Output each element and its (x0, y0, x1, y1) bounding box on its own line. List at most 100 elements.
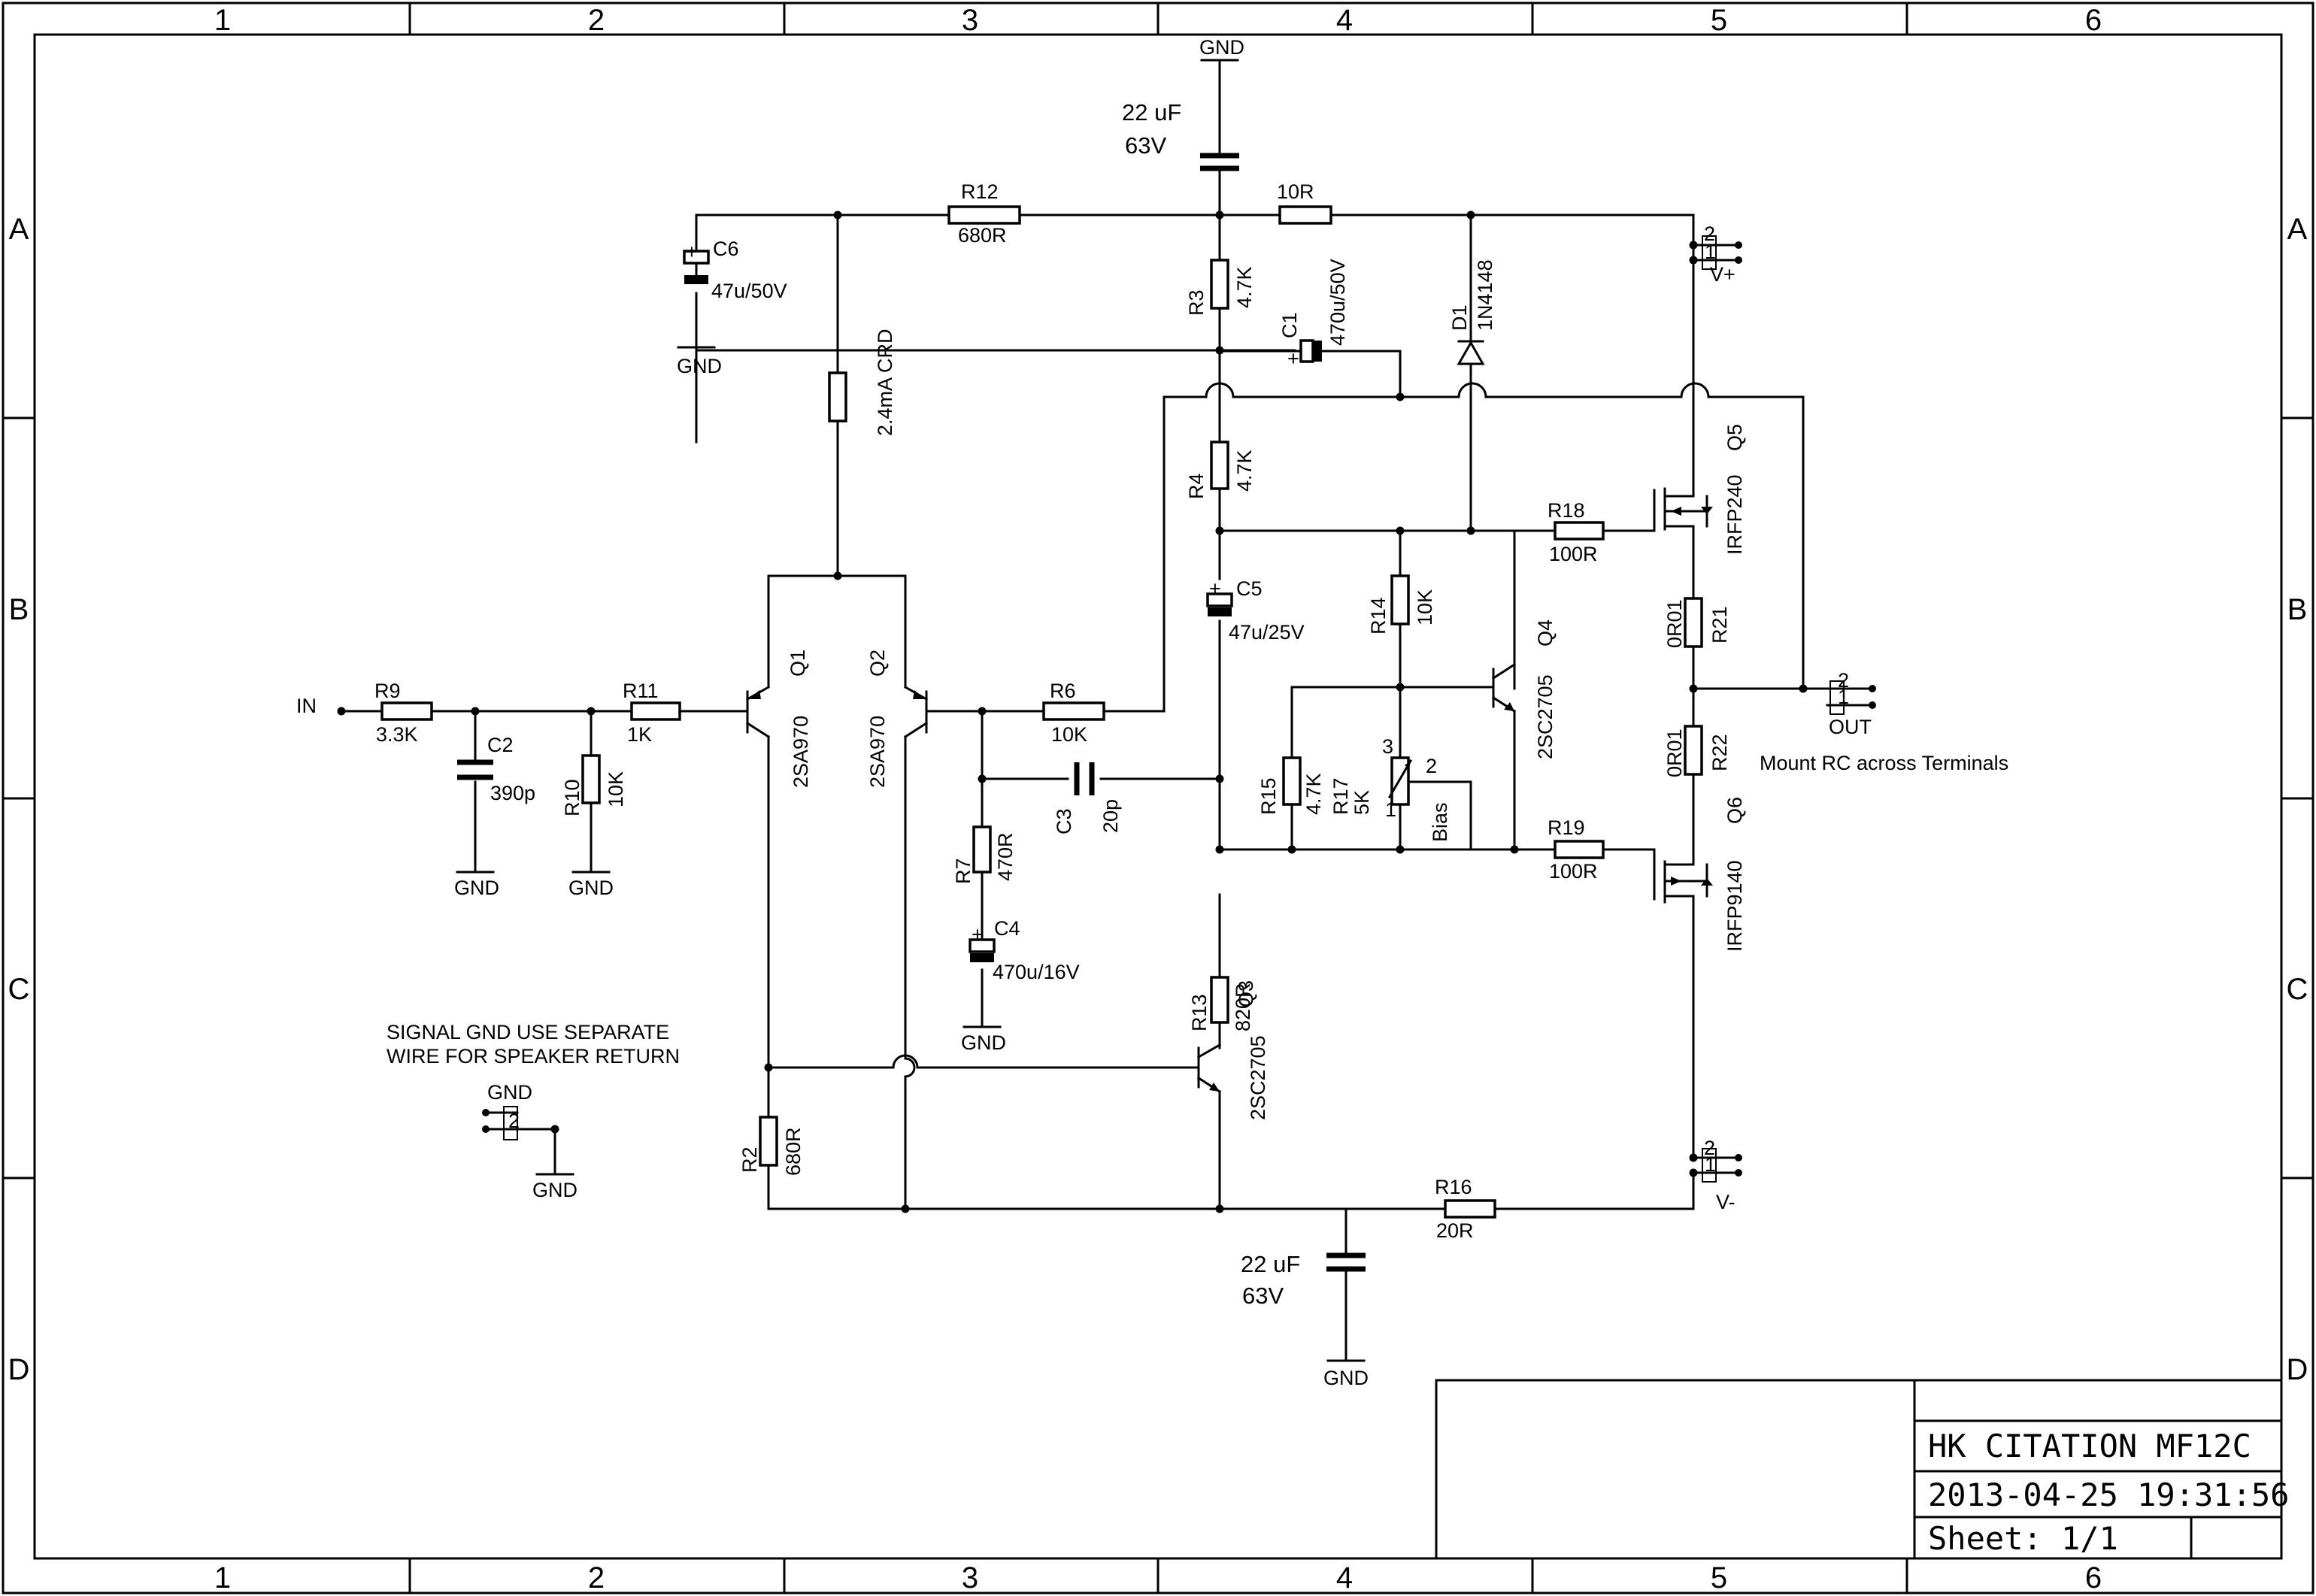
zone-col-3-top: 3 (962, 4, 978, 37)
c6-ref: C6 (713, 238, 739, 260)
zone-col-5-bottom: 5 (1711, 1561, 1727, 1594)
r3-ref: R3 (1185, 289, 1208, 316)
mosfet-q6: Q6 IRFP9140 (1653, 797, 1746, 952)
r17-pin-3: 3 (1382, 735, 1393, 758)
r17-ref: R17 (1329, 777, 1352, 815)
zone-col-6-bottom: 6 (2085, 1561, 2102, 1594)
c-bottom-voltage: 63V (1242, 1283, 1284, 1309)
q6-ref: Q6 (1723, 797, 1746, 824)
r17-bias-label: Bias (1429, 802, 1451, 842)
zone-col-4-top: 4 (1336, 4, 1353, 37)
c6-value: 47u/50V (711, 280, 787, 302)
resistor-r14: R14 10K (1367, 574, 1436, 634)
vminus-pin-2: 2 (1704, 1137, 1715, 1159)
c-bottom-gnd-label: GND (1323, 1367, 1369, 1389)
c1-ref: C1 (1278, 312, 1301, 338)
r18-ref: R18 (1548, 499, 1585, 522)
transistor-q3: Q3 2SC2705 (1193, 980, 1269, 1120)
resistor-r22: 0R01 R22 (1663, 725, 1731, 777)
c2-gnd-label: GND (454, 877, 499, 899)
zone-col-1-top: 1 (214, 4, 231, 37)
q1-value: 2SA970 (790, 716, 812, 788)
r22-ref: R22 (1708, 734, 1731, 771)
r2-value: 680R (782, 1127, 805, 1176)
c4-value: 470u/16V (993, 961, 1080, 983)
r17-value: 5K (1350, 790, 1373, 815)
resistor-r11: R11 1K (623, 680, 681, 746)
vminus-label: V- (1716, 1191, 1735, 1213)
resistor-r16: R16 20R (1435, 1176, 1496, 1242)
q1-ref: Q1 (787, 650, 809, 677)
c3-value: 20p (1099, 799, 1122, 833)
r16-ref: R16 (1435, 1176, 1472, 1198)
zone-row-c-left: C (8, 973, 30, 1006)
capacitor-c4: + C4 470u/16V GND (961, 917, 1080, 1054)
r10r-value: 10R (1277, 180, 1314, 203)
r19-value: 100R (1549, 860, 1598, 883)
d1-ref: D1 (1448, 304, 1471, 331)
signal-gnd-pin-2: 2 (508, 1110, 520, 1132)
signal-gnd-bottom-label: GND (532, 1179, 577, 1201)
zone-row-d-left: D (8, 1353, 30, 1386)
gnd-top-label: GND (1199, 36, 1244, 59)
wires (340, 141, 1829, 1362)
vplus-pin-1: 1 (1705, 241, 1716, 263)
q3-ref: Q3 (1235, 980, 1257, 1007)
r14-ref: R14 (1367, 597, 1390, 634)
r7-ref: R7 (952, 858, 975, 884)
resistor-r9: R9 3.3K (374, 680, 433, 746)
c2-ref: C2 (487, 734, 514, 756)
signal-gnd-note-line-2: WIRE FOR SPEAKER RETURN (387, 1045, 680, 1068)
diode-d1: D1 1N4148 (1448, 259, 1496, 365)
r9-ref: R9 (374, 680, 401, 702)
zone-row-b-right: B (2287, 593, 2308, 626)
zone-row-b-left: B (9, 593, 29, 626)
q5-value: IRFP240 (1723, 474, 1746, 555)
capacitor-c-bottom: 22 uF 63V GND (1241, 1251, 1369, 1389)
capacitor-c2: C2 390p GND (454, 734, 535, 899)
resistor-r4: R4 4.7K (1185, 441, 1256, 499)
resistor-r6: R6 10K (1042, 680, 1105, 746)
svg-text:+: + (1209, 577, 1221, 600)
q4-value: 2SC2705 (1534, 674, 1557, 759)
transistor-q2: Q2 2SA970 (866, 650, 931, 788)
r11-ref: R11 (623, 680, 659, 702)
transistor-q1: Q1 2SA970 (738, 650, 812, 788)
zone-col-3-bottom: 3 (962, 1561, 978, 1594)
connector-signal-gnd: GND 2 GND (482, 1081, 577, 1201)
r14-value: 10K (1414, 589, 1436, 625)
r11-value: 1K (627, 723, 652, 746)
r2-ref: R2 (738, 1146, 761, 1173)
c4-ref: C4 (994, 917, 1020, 940)
title-block-title: HK CITATION MF12C (1928, 1428, 2251, 1464)
signal-gnd-note-line-1: SIGNAL GND USE SEPARATE (387, 1021, 669, 1043)
c2-value: 390p (490, 782, 535, 804)
d1-value: 1N4148 (1474, 259, 1496, 331)
q5-ref: Q5 (1723, 424, 1746, 451)
capacitor-c-top: 22 uF 63V (1122, 99, 1239, 171)
zone-row-a-left: A (9, 213, 29, 246)
zone-col-2-top: 2 (588, 4, 605, 37)
q4-ref: Q4 (1534, 619, 1557, 647)
crd-2-4ma: 2.4mA CRD (828, 329, 896, 436)
c-bottom-value: 22 uF (1241, 1251, 1300, 1277)
zone-row-a-right: A (2287, 213, 2308, 246)
q3-value: 2SC2705 (1247, 1035, 1269, 1120)
resistor-r21: 0R01 R21 (1663, 597, 1731, 648)
title-block: HK CITATION MF12C 2013-04-25 19:31:56 Sh… (1435, 1379, 2289, 1560)
resistor-r13: R13 820R (1188, 976, 1254, 1031)
r6-ref: R6 (1050, 680, 1076, 702)
r18-value: 100R (1549, 543, 1598, 565)
capacitor-c5: + C5 47u/25V (1206, 577, 1305, 644)
r19-ref: R19 (1548, 816, 1585, 839)
out-pin-2: 2 (1838, 669, 1849, 692)
resistor-r15: R15 4.7K (1257, 756, 1325, 815)
r10-gnd-label: GND (568, 877, 614, 899)
title-block-sheet: Sheet: 1/1 (1928, 1520, 2118, 1557)
capacitor-c6: + C6 47u/50V GND (677, 238, 787, 377)
title-block-date: 2013-04-25 19:31:56 (1928, 1476, 2289, 1513)
c6-gnd-label: GND (677, 355, 722, 377)
resistor-r3: R3 4.7K (1185, 259, 1256, 316)
resistor-r12: R12 680R (947, 180, 1021, 247)
r10-ref: R10 (561, 779, 584, 816)
